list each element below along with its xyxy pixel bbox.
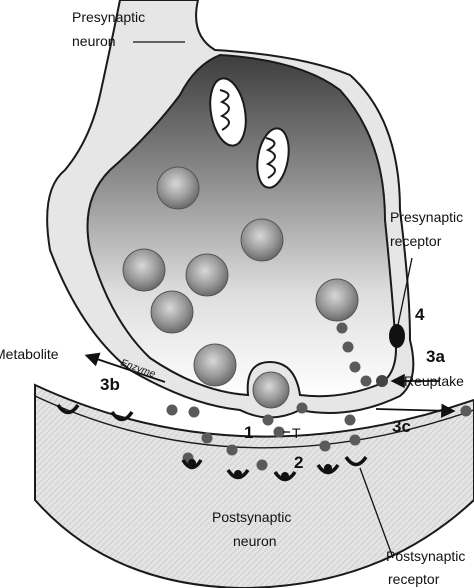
postsynaptic-receptor-label-line2: receptor: [388, 571, 440, 587]
synaptic-vesicle: [241, 219, 283, 261]
step-3c-label: 3c: [392, 417, 411, 436]
transmitter-label: T: [292, 425, 301, 441]
presynaptic-neuron-label-line2: neuron: [72, 33, 116, 49]
synaptic-vesicle: [151, 291, 193, 333]
diffusion-arrow: [376, 409, 452, 411]
postsynaptic-neuron-label-line2: neuron: [233, 533, 277, 549]
metabolite-label: Metabolite: [0, 346, 59, 362]
presynaptic-neuron-label: Presynaptic: [72, 9, 145, 25]
reuptake-transporter: [376, 375, 388, 387]
synaptic-vesicle: [194, 344, 236, 386]
synaptic-vesicle: [316, 279, 358, 321]
presynaptic-receptor: [389, 324, 405, 348]
presynaptic-receptor-label-line2: receptor: [390, 233, 442, 249]
synaptic-vesicle: [123, 249, 165, 291]
postsynaptic-receptor-label: Postsynaptic: [386, 548, 465, 564]
synaptic-vesicle: [186, 254, 228, 296]
fusing-vesicle: [253, 372, 289, 408]
synaptic-vesicle: [157, 167, 199, 209]
presynaptic-receptor-label: Presynaptic: [390, 209, 463, 225]
step-2-label: 2: [294, 453, 303, 472]
step-3a-label: 3a: [426, 347, 445, 366]
postsynaptic-neuron-label: Postsynaptic: [212, 509, 291, 525]
step-1-label: 1: [244, 423, 253, 442]
reuptake-label: Reuptake: [404, 373, 464, 389]
step-3b-label: 3b: [100, 375, 120, 394]
step-4-label: 4: [415, 305, 425, 324]
